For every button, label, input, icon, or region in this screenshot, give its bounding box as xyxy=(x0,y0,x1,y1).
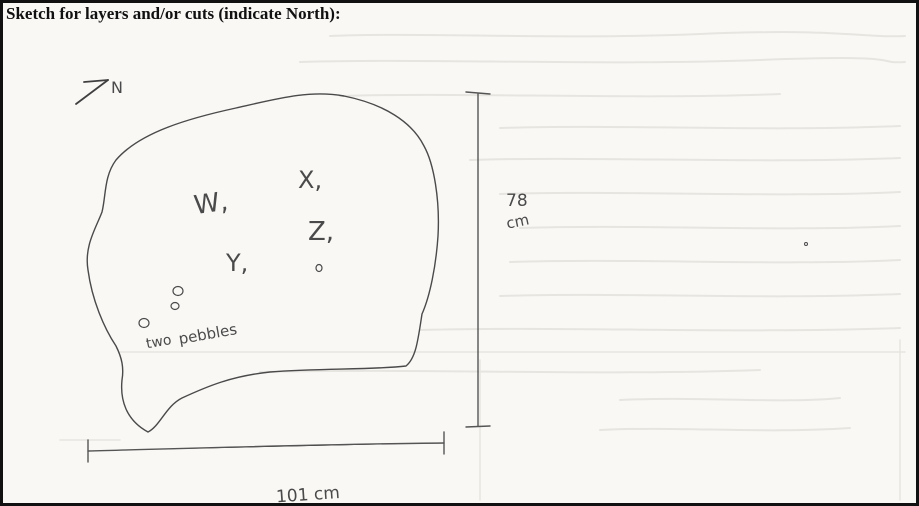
height-value: 78 xyxy=(506,191,528,211)
pebble-marks xyxy=(138,242,808,329)
width-label: 101 cm xyxy=(275,483,340,506)
point-label-z: Z, xyxy=(308,217,334,247)
section-title: Sketch for layers and/or cuts (indicate … xyxy=(6,4,341,23)
faint-background-marks xyxy=(59,31,906,501)
north-label: N xyxy=(111,78,123,97)
point-label-y: Y, xyxy=(225,249,248,277)
width-scale-bar xyxy=(87,431,445,463)
point-label-x: X, xyxy=(298,166,322,194)
point-label-w: W, xyxy=(192,187,230,221)
height-unit: cm xyxy=(505,210,531,232)
feature-outline xyxy=(86,93,440,433)
north-arrow-icon xyxy=(75,79,109,105)
height-scale-bar xyxy=(465,91,491,428)
pebbles-note-line2: pebbles xyxy=(177,320,238,348)
pebbles-note-line1: two xyxy=(145,332,173,352)
